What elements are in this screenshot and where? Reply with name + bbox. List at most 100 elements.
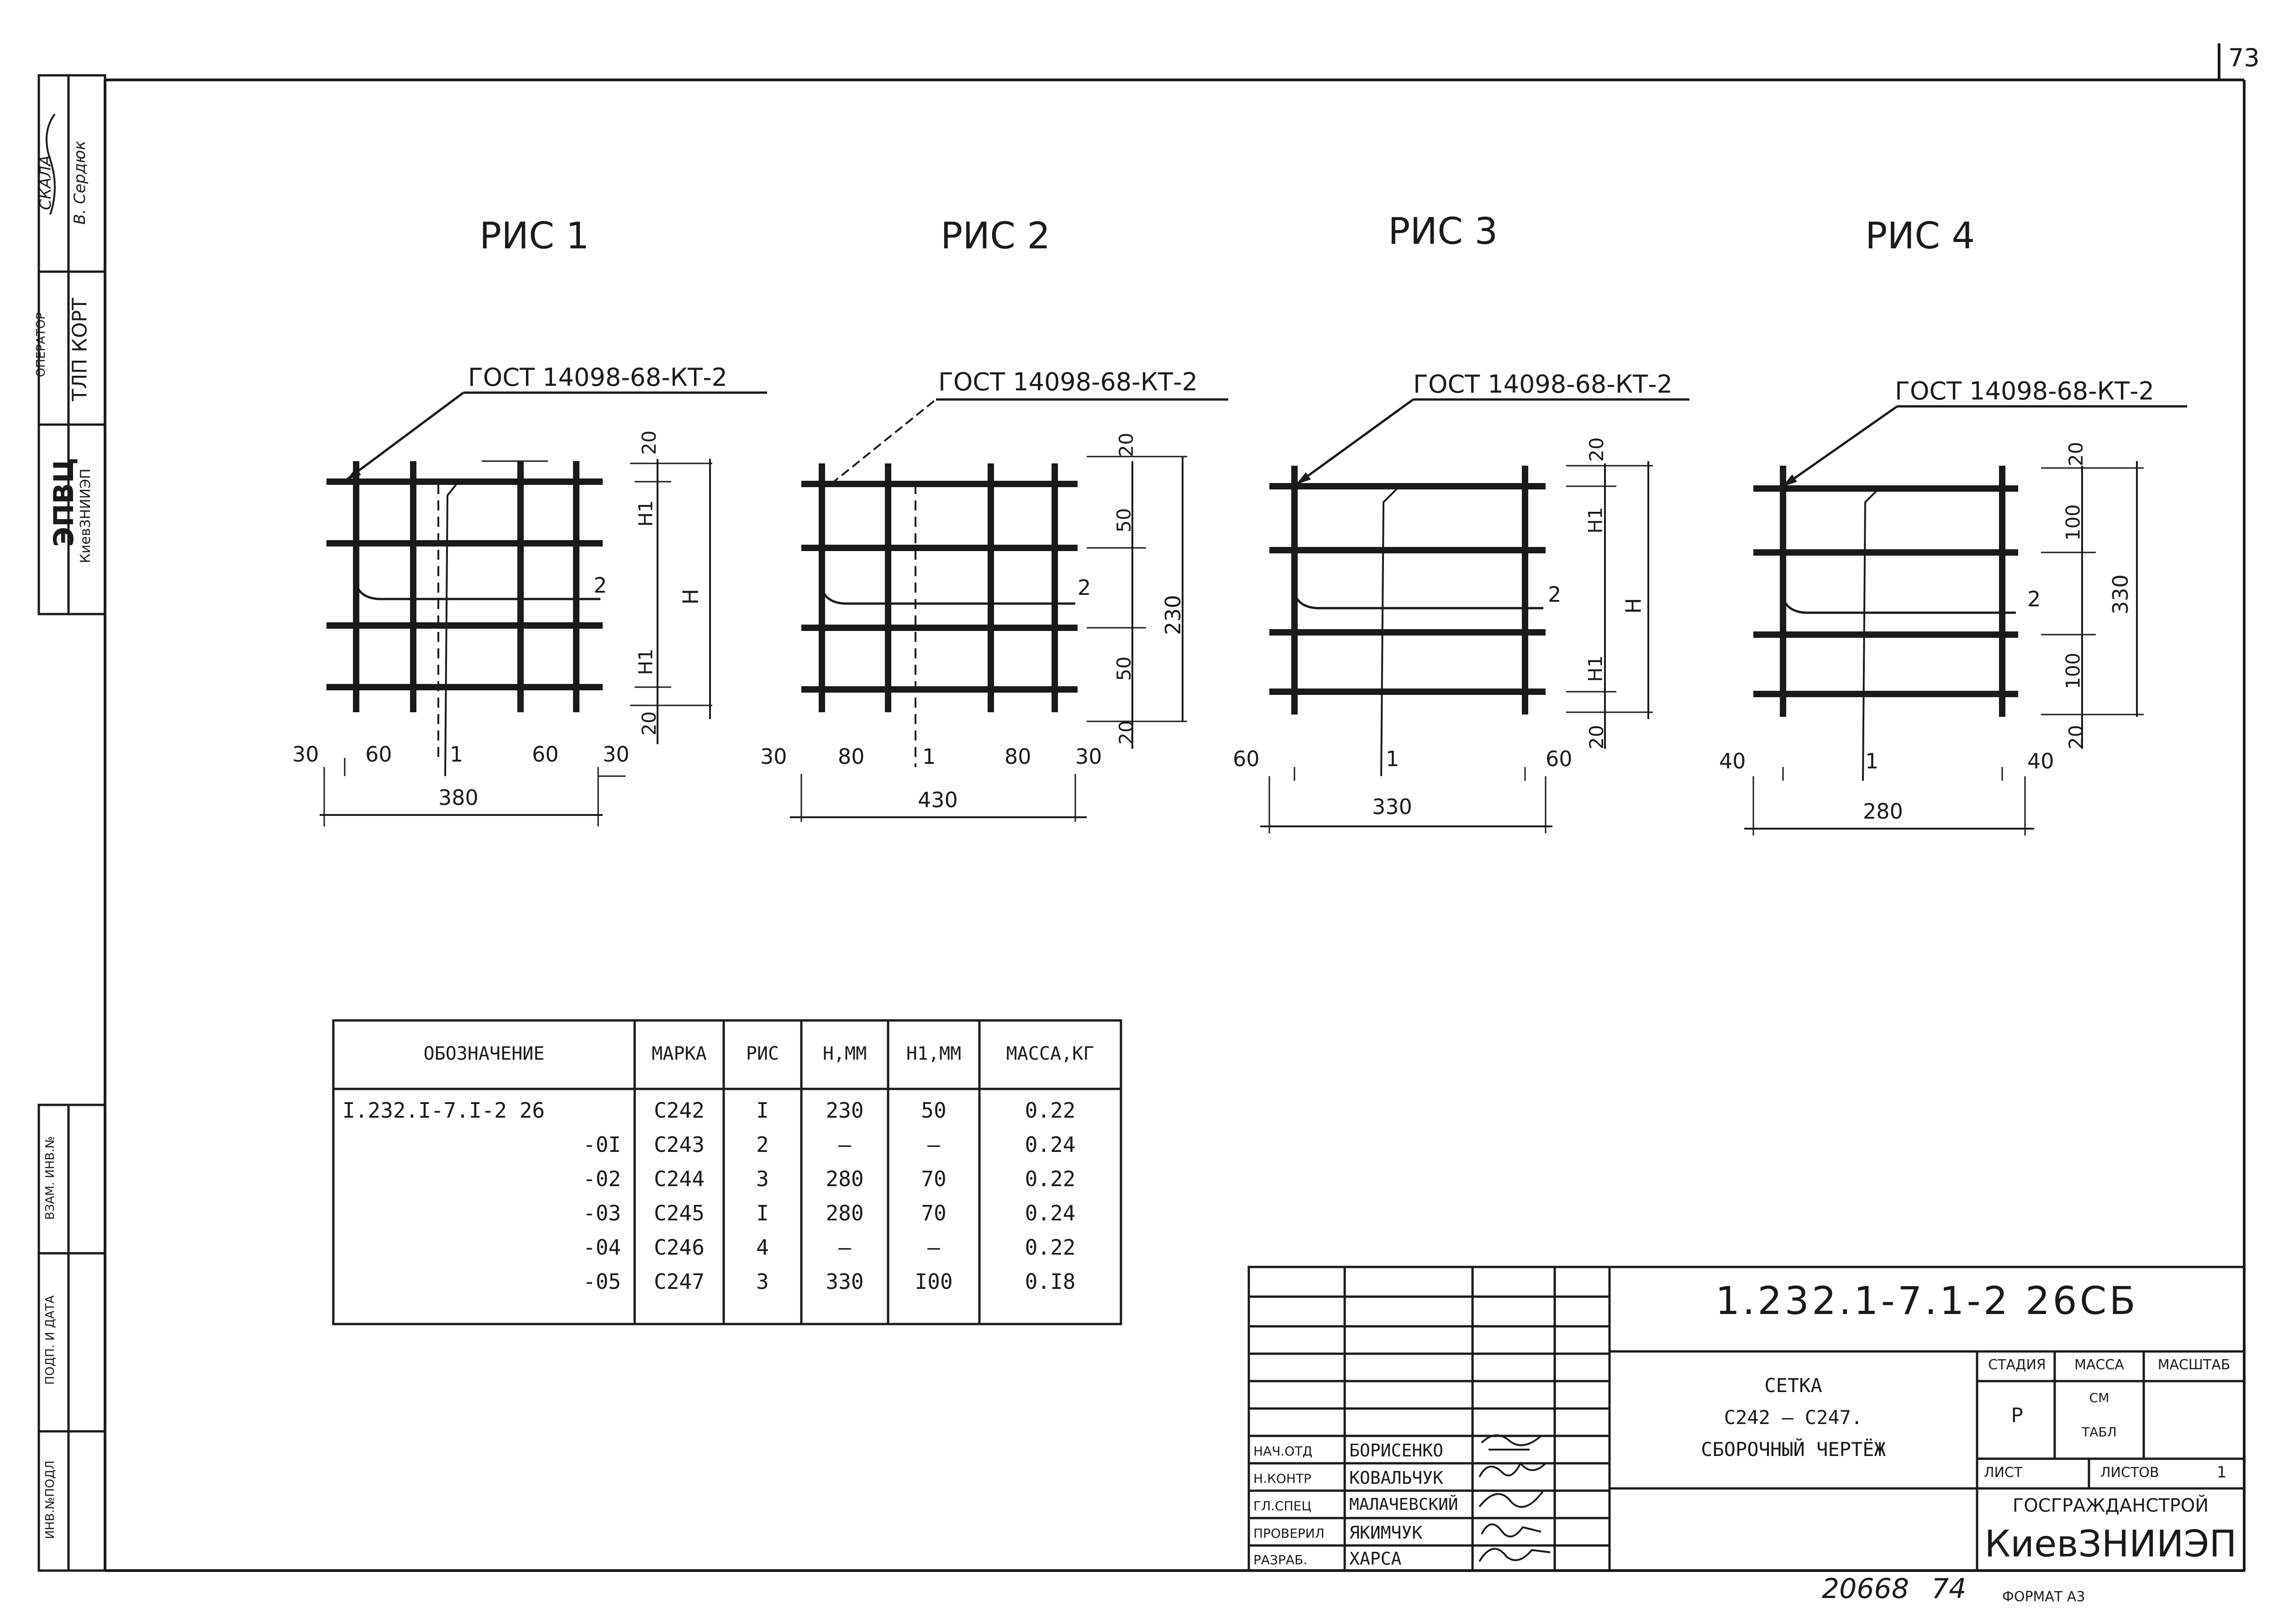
figure-2-title: РИС 2 [941,215,1051,257]
operator-label: ОПЕРАТОР [34,312,48,377]
sheets-label: ЛИСТОВ [2100,1465,2159,1481]
figure-3-dim-top: 20 [1585,437,1608,462]
figure-1-bottom-dim-0: 30 [292,742,319,767]
figure-4-dim-bottom: 20 [2065,725,2088,750]
signer-role: ПРОВЕРИЛ [1253,1526,1325,1541]
figure-1-bottom-dim-2: 1 [450,742,463,767]
drawing-name: СЕТКА С242 – С247. СБОРОЧНЫЙ ЧЕРТЁЖ [1610,1370,1977,1466]
figure-1-gost: ГОСТ 14098-68-КТ-2 [468,363,727,392]
figure-3-dim-bottom: 20 [1585,725,1608,750]
signer-name: БОРИСЕНКО [1349,1440,1443,1461]
figure-2-gost: ГОСТ 14098-68-КТ-2 [938,368,1198,396]
signer-name: МАЛАЧЕВСКИЙ [1349,1495,1458,1514]
stage-value: Р [2011,1404,2023,1427]
spec-cell-fig: I [756,1201,769,1225]
figure-1-dim-top: 20 [638,430,661,455]
figure-3-bottom-dim-2: 60 [1546,746,1573,771]
figure-2-dim-50-lower: 50 [1113,656,1136,681]
spec-cell-h1: I00 [915,1269,953,1294]
figure-1-mesh [320,391,767,826]
archive-number: 20668 74 [1822,1573,1966,1605]
figure-1-bottom-dim-1: 60 [365,742,392,767]
mass-value-1: СМ [2089,1390,2109,1405]
scan-label: СКАЛА [37,155,55,210]
spec-cell-mark: С244 [654,1167,705,1191]
signer-name: ХАРСА [1349,1549,1402,1569]
side-org-logo: ЭПВЦ [48,415,80,589]
title-block-grid [1247,1266,2246,1572]
spec-cell-designation: -02 [583,1167,621,1191]
figure-1-title: РИС 1 [479,215,589,257]
figure-1-dim-overall: Н [678,589,703,605]
spec-cell-mass: 0.24 [1025,1132,1076,1157]
spec-cell-h: – [838,1235,851,1260]
figure-2-bottom-dim-1: 80 [838,744,865,769]
operator-value: ТЛП КОРТ [68,298,92,401]
figure-1-total-width: 380 [438,785,479,810]
stage-label: СТАДИЯ [1988,1357,2046,1373]
sheets-value: 1 [2217,1463,2227,1482]
spec-cell-mass: 0.I8 [1025,1269,1076,1294]
page-number: 73 [2228,43,2260,72]
drawing-code: 1.232.1-7.1-2 26СБ [1715,1278,2139,1323]
table-row: I.232.I-7.I-2 26 С242 I 230 50 0.22 [333,1098,1121,1130]
table-row: -02 С244 3 280 70 0.22 [333,1167,1121,1198]
figure-2-bar-mark: 2 [1078,575,1091,600]
spec-cell-mass: 0.22 [1025,1235,1076,1260]
figure-3-mesh [1260,398,1689,833]
figure-4-dim-overall: 330 [2108,574,2133,615]
figure-2-dim-overall: 230 [1160,595,1185,635]
scale-label: МАСШТАБ [2157,1357,2230,1373]
figure-2-dim-bottom: 20 [1115,720,1138,745]
figure-4-bottom-dim-1: 1 [1865,749,1879,773]
archive-number-suffix: 74 [1931,1573,1967,1605]
spec-cell-designation: -0I [583,1132,621,1157]
figure-3-bottom-dim-1: 1 [1386,746,1399,771]
spec-cell-mass: 0.24 [1025,1201,1076,1225]
figure-3-title: РИС 3 [1388,210,1498,252]
spec-cell-fig: 4 [756,1235,769,1260]
figure-2-total-width: 430 [918,788,958,812]
signer-row: ГЛ.СПЕЦ МАЛАЧЕВСКИЙ [1251,1493,1607,1518]
spec-cell-fig: 3 [756,1269,769,1294]
spec-cell-h: 280 [826,1201,864,1225]
figure-1-bar-mark: 2 [594,573,607,598]
figure-1-dim-h1-lower: Н1 [634,648,657,675]
figure-3-dim-h1-lower: Н1 [1584,655,1607,682]
figure-4-dim-100-upper: 100 [2062,504,2084,541]
spec-cell-mark: С243 [654,1132,705,1157]
drawing-name-line-3: СБОРОЧНЫЙ ЧЕРТЁЖ [1701,1438,1886,1461]
figure-2-bottom-dim-2: 1 [922,744,936,769]
side-org-sub: КиевЗНИИЭП [78,468,94,563]
figure-4-dim-100-lower: 100 [2062,652,2084,689]
figure-2-bottom-dim-0: 30 [760,744,787,769]
spec-cell-h1: 50 [921,1098,947,1123]
spec-cell-h1: 70 [921,1167,947,1191]
figure-2-dim-50-upper: 50 [1113,508,1136,533]
spec-header-mass: МАССА,КГ [1006,1043,1094,1064]
spec-table-grid [332,1019,1122,1325]
spec-cell-h: 230 [826,1098,864,1123]
table-row: -03 С245 I 280 70 0.24 [333,1201,1121,1233]
figure-1-dim-bottom: 20 [638,711,661,736]
field-vzam-inv: ВЗАМ. ИНВ.№ [43,1136,57,1220]
spec-header-fig: РИС [746,1043,779,1064]
signer-role: Н.КОНТР [1253,1471,1311,1486]
signer-role: ГЛ.СПЕЦ [1253,1498,1312,1514]
figure-1-dim-h1-upper: Н1 [634,500,657,527]
table-row: -05 С247 3 330 I00 0.I8 [333,1269,1121,1301]
spec-table: ОБОЗНАЧЕНИЕ МАРКА РИС Н,ММ Н1,ММ МАССА,К… [333,1020,1121,1324]
field-inv-podl: ИНВ.№ПОДЛ [43,1460,57,1540]
archive-number-main: 20668 [1822,1573,1909,1605]
org-top: ГОСГРАЖДАНСТРОЙ [2012,1495,2209,1516]
sheet-frame [104,43,2246,1572]
figure-4-bottom-dim-2: 40 [2027,749,2054,773]
table-row: -04 С246 4 – – 0.22 [333,1235,1121,1267]
spec-cell-mass: 0.22 [1025,1098,1076,1123]
spec-cell-h: 280 [826,1167,864,1191]
figure-3-bar-mark: 2 [1548,582,1562,607]
figure-3-bottom-dim-0: 60 [1233,746,1260,771]
figure-3-dim-overall: Н [1621,598,1646,614]
org-bottom: КиевЗНИИЭП [1984,1523,2237,1565]
